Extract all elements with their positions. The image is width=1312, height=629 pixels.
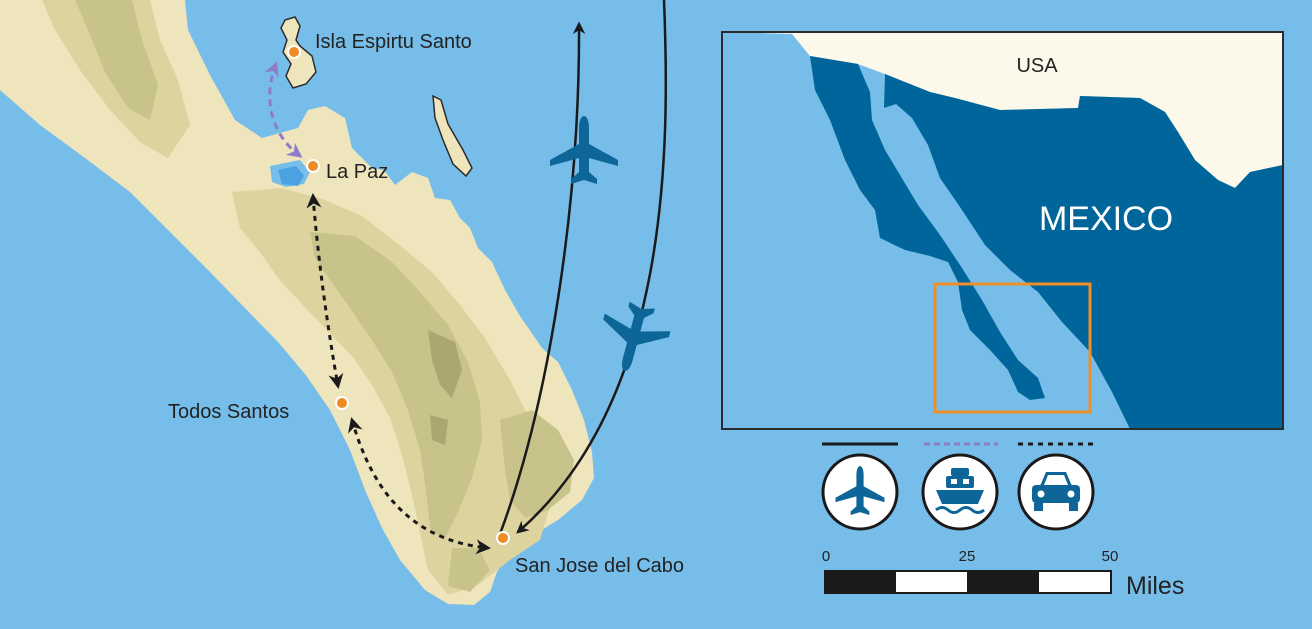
road-routes [306,193,491,555]
scale-unit: Miles [1126,572,1184,600]
scale-tick-0: 0 [822,548,830,565]
todos-santos-dot [335,396,349,410]
la-paz-lagoon [278,166,304,186]
plane-icon [821,453,899,531]
label-isla: Isla Espirtu Santo [315,31,472,53]
car-icon [1017,453,1095,531]
flight-routes [498,0,668,535]
cerralvo-island [432,94,473,178]
isla-dot [287,45,301,59]
label-la-paz: La Paz [326,161,388,183]
city-markers [287,45,510,545]
ferry-icon [921,453,999,531]
scale-tick-25: 25 [959,548,976,565]
la-paz-dot [306,159,320,173]
san-jose-dot [496,531,510,545]
inset-usa [722,32,1283,188]
label-san-jose: San Jose del Cabo [515,555,684,577]
inset-mexico-mainland [884,74,1283,429]
inset-highlight-box [933,282,1092,414]
legend [821,442,1095,531]
scale-bar: 0 25 50 Miles [822,548,1185,600]
inset-label-usa: USA [1016,55,1058,77]
inset-map: USA MEXICO [721,31,1284,430]
label-todos-santos: Todos Santos [168,401,289,423]
inset-label-mexico: MEXICO [1039,200,1173,238]
inset-baja [810,56,1045,400]
scale-tick-50: 50 [1102,548,1119,565]
ferry-route [264,61,303,158]
